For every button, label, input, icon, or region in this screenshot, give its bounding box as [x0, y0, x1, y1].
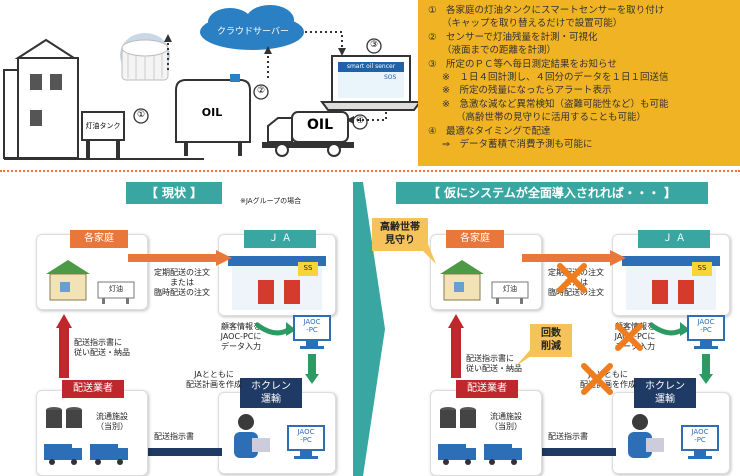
note-line: ① 各家庭の灯油タンクにスマートセンサーを取り付け: [428, 5, 665, 16]
jaoc-pc-label-2: JAOC -PC: [297, 428, 315, 444]
gas-station-illustration-r: [622, 256, 720, 310]
cloud-label: クラウドサーバー: [217, 27, 289, 37]
household-tag-r: 各家庭: [446, 230, 504, 248]
order-arrow-r: [522, 250, 626, 266]
sensor-screen-title: smart oil sencer: [346, 63, 396, 70]
jaoc-pc-label: JAOC -PC: [303, 318, 321, 334]
top-illustration: クラウドサーバー 灯油タンク OIL OIL smart oil sencer …: [0, 0, 422, 168]
ja-tag: Ｊ Ａ: [244, 230, 316, 248]
note-line: ※ 所定の残量になったらアラート表示: [442, 85, 612, 97]
delivery-tag: 配送業者: [62, 380, 124, 398]
jaoc-pc-icon-2: [286, 424, 326, 460]
plan-text: JAとともに 配送計画を作成: [186, 370, 242, 389]
up-arrow-red-r: [448, 314, 464, 378]
truck-label: OIL: [306, 117, 334, 133]
sensor-cap-icon: [120, 33, 170, 81]
household-tank-label-r: 灯油: [503, 285, 517, 293]
customer-text: 顧客情報を JAOC-PCに データ入力: [220, 322, 262, 351]
note-line: ③ 所定のＰＣ等へ毎日測定結果をお知らせ: [428, 58, 617, 70]
note-line: ※ １日４回計測し、４回分のデータを１日１回送信: [442, 72, 669, 84]
up-arrow-red: [56, 314, 72, 378]
facility-text: 流通施設 （当別）: [96, 412, 128, 431]
operator-illustration: [234, 414, 270, 458]
facility-trucks-illustration: [44, 407, 128, 465]
step-2: ②: [256, 86, 266, 96]
system-notes: ① 各家庭の灯油タンクにスマートセンサーを取り付け （キャップを取り替えるだけで…: [418, 0, 740, 166]
home-tank-label: 灯油タンク: [85, 122, 121, 130]
down-arrow-teal-r: [699, 354, 713, 384]
cross-icon: [557, 263, 587, 293]
elderly-callout-tail: [416, 244, 436, 264]
facility-text-r: 流通施設 （当別）: [490, 412, 522, 431]
cross-icon: [615, 323, 643, 351]
laptop-icon: [320, 55, 422, 111]
jaoc-pc-icon-2-r: [680, 424, 720, 460]
instruction-text: 配送指示書: [154, 432, 194, 441]
note-line: ④ 最適なタイミングで配達: [428, 125, 551, 137]
jaoc-pc-icon: [292, 314, 332, 350]
down-arrow-teal: [305, 354, 319, 384]
house-tank-illustration-r: [440, 260, 529, 304]
green-arrow-to-pc-r: [650, 321, 690, 336]
note-line: （キャップを取り替えるだけで設置可能）: [442, 18, 623, 30]
household-tag: 各家庭: [70, 230, 128, 248]
ja-tag-r: Ｊ Ａ: [638, 230, 710, 248]
reduce-callout: 回数 削減: [530, 324, 572, 357]
order-text: 定期配送の注文 または 臨時配送の注文: [154, 268, 210, 297]
left-panel-note: ※JAグループの場合: [240, 197, 302, 205]
green-arrow-to-pc: [256, 321, 296, 336]
ja-ss-label: SS: [303, 264, 313, 272]
hokuren-tag: ホクレン 運輸: [240, 378, 302, 408]
note-line: ⇒ データ蓄積で消費予測も可能に: [442, 139, 593, 151]
hokuren-tag-r: ホクレン 運輸: [634, 378, 696, 408]
jaoc-pc-label-2-r: JAOC -PC: [691, 428, 709, 444]
delivery-tag-r: 配送業者: [456, 380, 518, 398]
note-line: ② センサーで灯油残量を計測・可視化: [428, 31, 598, 43]
operator-illustration-r: [628, 414, 664, 458]
order-arrow: [128, 250, 232, 266]
ja-ss-label-r: SS: [697, 264, 707, 272]
plan-text-r: JAとともに 配送計画を作成: [580, 370, 636, 389]
reduce-callout-tail: [516, 350, 540, 366]
step-1: ①: [136, 110, 146, 120]
section-divider: [0, 170, 740, 172]
cross-icon: [581, 363, 613, 395]
instruction-text-r: 配送指示書: [548, 432, 588, 441]
note-line: ※ 急激な減など異常検知（盗難可能性など）も可能: [442, 98, 669, 110]
system-overview-illustration: [3, 5, 422, 160]
household-tank-label: 灯油: [109, 285, 123, 293]
sensor-screen-badge: SOS: [384, 74, 397, 81]
facility-trucks-illustration-r: [438, 407, 522, 465]
right-panel-title: 【 仮にシステムが全面導入されれば・・・ 】: [396, 182, 708, 204]
gas-station-illustration: [228, 256, 326, 310]
home-tank-icon: [81, 111, 125, 158]
step-3: ③: [369, 40, 379, 50]
step-4: ④: [355, 116, 365, 126]
oil-tank-icon: [175, 74, 251, 156]
instruction-follow-text-r: 配送指示書に 従い配送・納品: [466, 354, 522, 373]
truck-icon: [262, 111, 354, 157]
instruction-follow-text: 配送指示書に 従い配送・納品: [74, 338, 130, 357]
note-line: （液面までの距離を計測）: [442, 45, 557, 57]
note-line: （高齢世帯の見守りに活用することも可能）: [456, 112, 647, 124]
oil-tank-label: OIL: [201, 106, 223, 119]
cloud-icon: [200, 5, 304, 50]
jaoc-pc-icon-r: [686, 314, 726, 350]
transition-chevron: [353, 182, 385, 476]
house-icon: [3, 38, 204, 160]
house-tank-illustration: [46, 260, 135, 304]
left-panel-title: 【 現状 】: [126, 182, 222, 204]
jaoc-pc-label-r: JAOC -PC: [697, 318, 715, 334]
